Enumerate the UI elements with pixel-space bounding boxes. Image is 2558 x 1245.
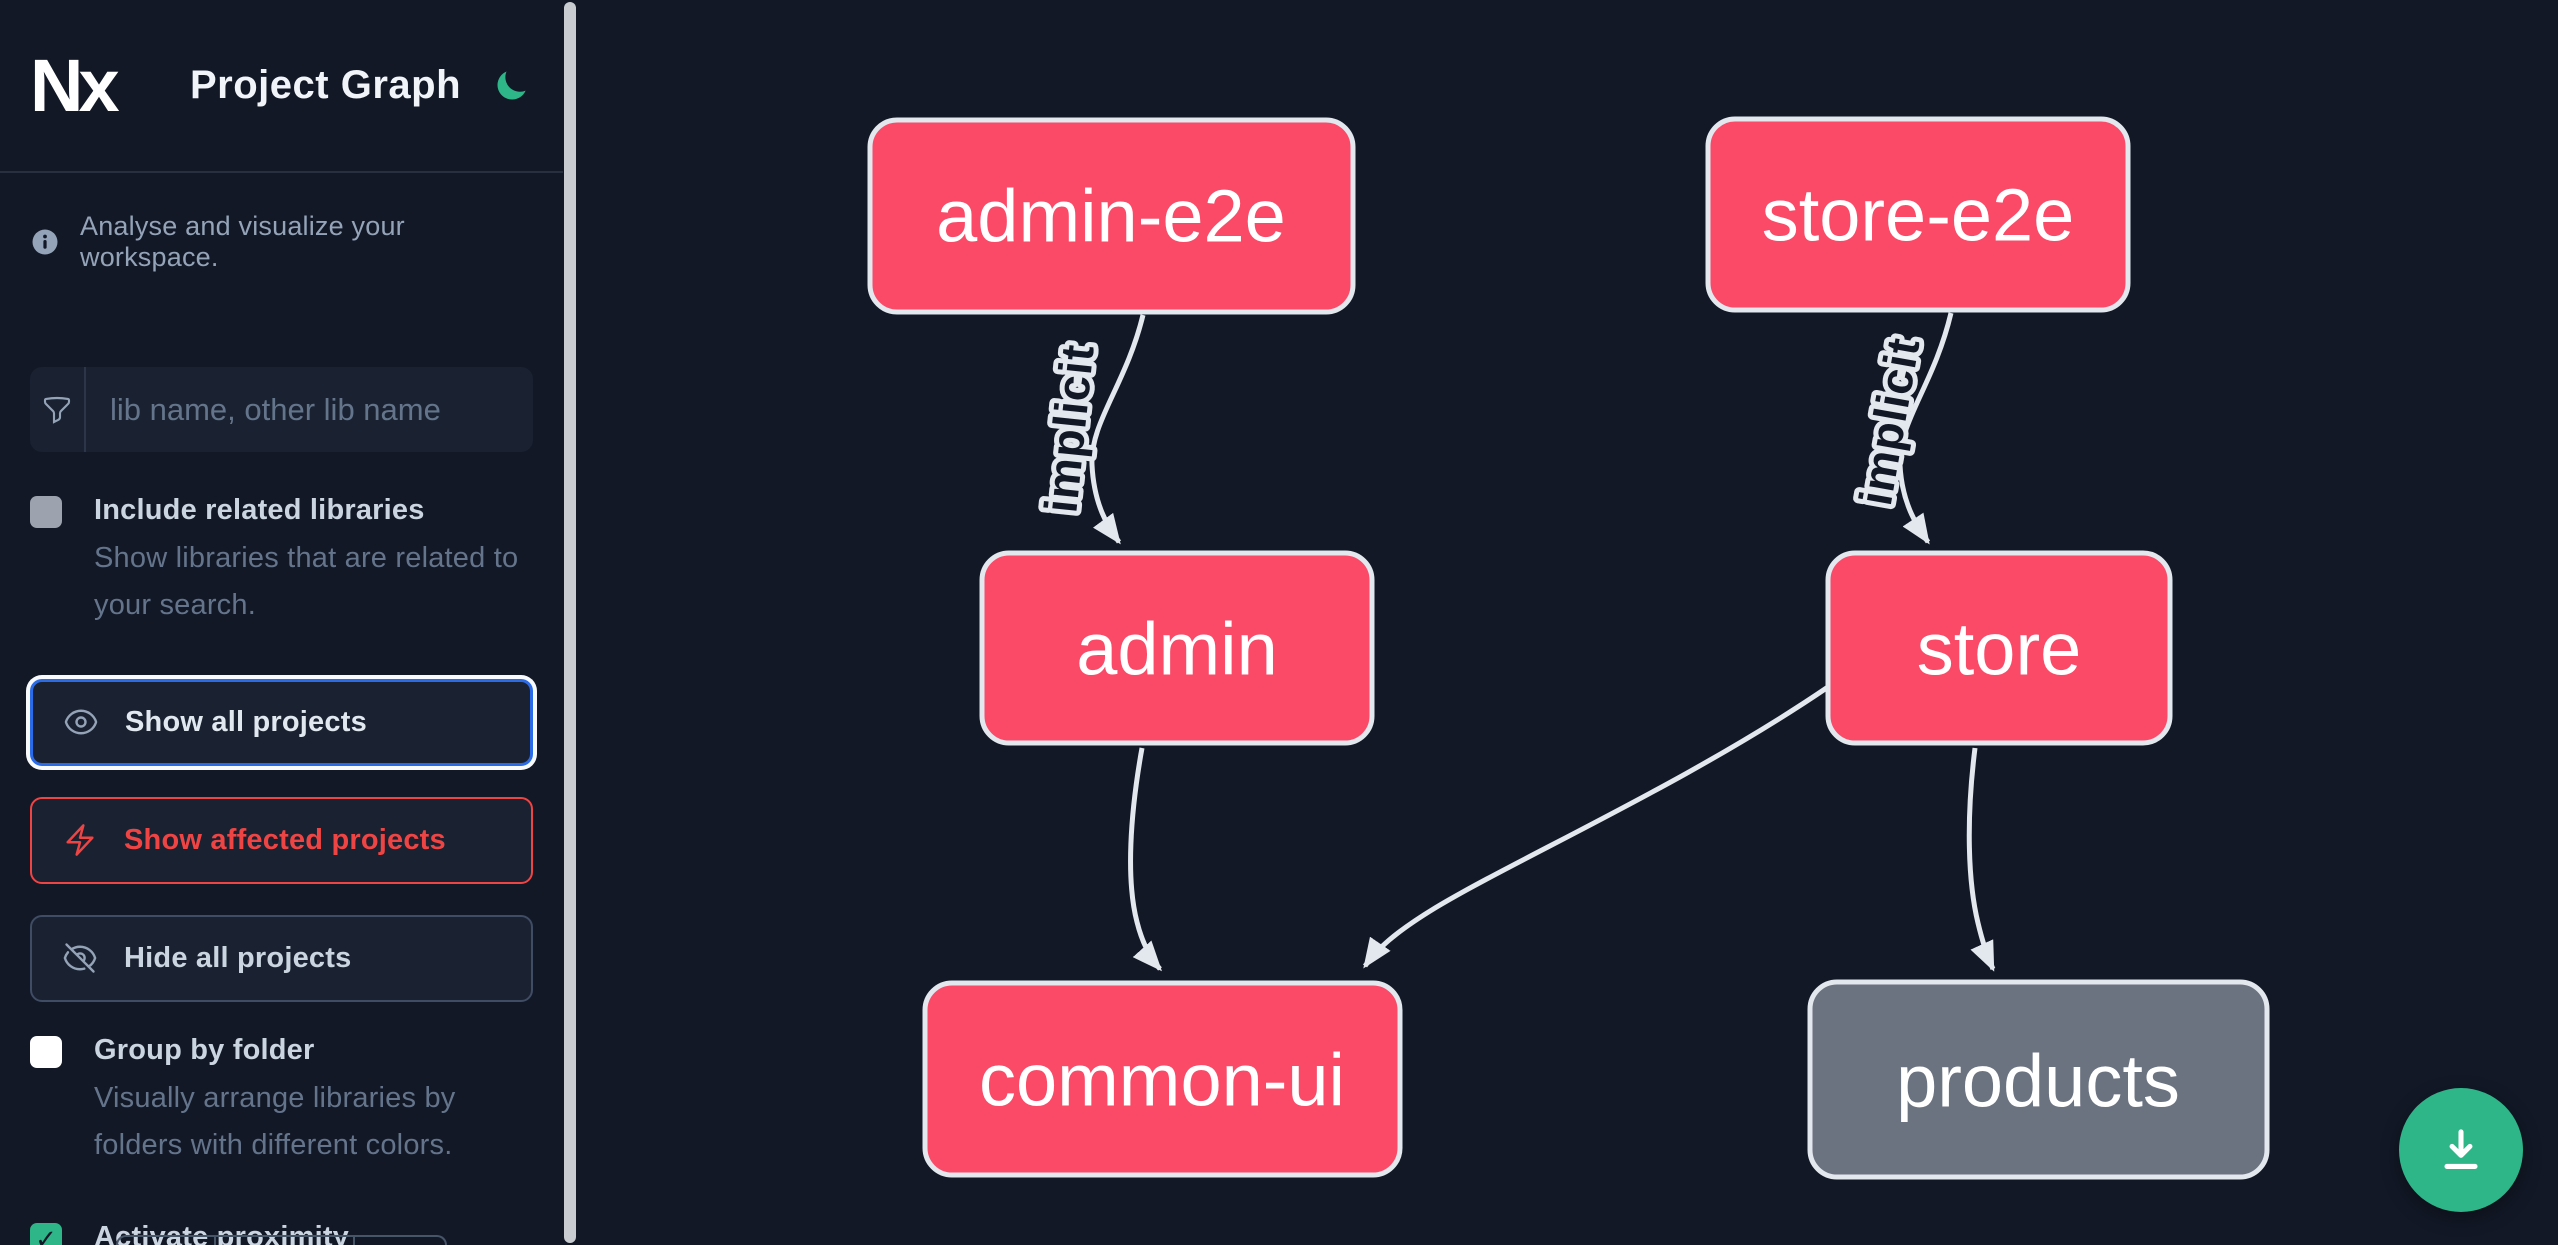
hide-all-projects-label: Hide all projects bbox=[124, 941, 352, 974]
search-box bbox=[30, 367, 533, 452]
node-products[interactable]: products bbox=[1807, 979, 2270, 1180]
eye-icon bbox=[64, 709, 98, 735]
include-related-label: Include related libraries bbox=[94, 494, 425, 526]
group-by-folder-description: Visually arrange libraries by folders wi… bbox=[94, 1081, 456, 1161]
workspace-tagline: Analyse and visualize your workspace. bbox=[30, 211, 533, 273]
sidebar-body: Analyse and visualize your workspace. In… bbox=[0, 211, 563, 1245]
edge-store-to-products bbox=[1966, 747, 1996, 972]
edge-store-to-common-ui bbox=[1362, 684, 1830, 969]
funnel-icon bbox=[43, 396, 71, 424]
group-by-folder-label: Group by folder bbox=[94, 1033, 315, 1066]
show-affected-projects-button[interactable]: Show affected projects bbox=[30, 796, 533, 884]
node-common-ui[interactable]: common-ui bbox=[922, 980, 1403, 1178]
moon-icon bbox=[497, 70, 526, 100]
download-icon bbox=[2444, 1129, 2478, 1169]
node-admin[interactable]: admin bbox=[979, 550, 1375, 746]
tagline-text: Analyse and visualize your workspace. bbox=[80, 211, 405, 272]
edge-admin-to-common-ui bbox=[1128, 747, 1162, 972]
eye-slash-icon bbox=[63, 943, 97, 974]
svg-text:store: store bbox=[1917, 608, 2082, 691]
sidebar-scrollbar-track bbox=[563, 0, 577, 1245]
activate-proximity-label: Activate proximity bbox=[94, 1220, 350, 1245]
svg-text:common-ui: common-ui bbox=[979, 1039, 1345, 1122]
sidebar: Nx Project Graph Analyse and visualize y… bbox=[0, 0, 563, 1245]
stepper-value-partial bbox=[214, 1237, 353, 1245]
info-icon bbox=[32, 229, 58, 255]
proximity-stepper-partial[interactable] bbox=[116, 1235, 447, 1245]
page-title: Project Graph bbox=[190, 63, 462, 107]
node-store-e2e[interactable]: store-e2e bbox=[1705, 116, 2131, 313]
include-related-description: Show libraries that are related to your … bbox=[94, 542, 519, 621]
stepper-increment-partial[interactable] bbox=[353, 1237, 445, 1245]
show-all-projects-label: Show all projects bbox=[125, 705, 367, 738]
svg-text:Nx: Nx bbox=[30, 47, 119, 125]
node-store[interactable]: store bbox=[1825, 550, 2173, 746]
group-by-folder-option: Group by folder Visually arrange librari… bbox=[30, 1034, 533, 1169]
search-input[interactable] bbox=[86, 367, 533, 452]
filter-icon-cell bbox=[30, 367, 86, 452]
node-admin-e2e[interactable]: admin-e2e bbox=[867, 117, 1356, 315]
include-related-checkbox[interactable] bbox=[30, 496, 62, 528]
include-related-option: Include related libraries Show libraries… bbox=[30, 494, 533, 629]
hide-all-projects-button[interactable]: Hide all projects bbox=[30, 914, 533, 1002]
download-graph-button[interactable] bbox=[2399, 1088, 2523, 1212]
theme-toggle-button[interactable] bbox=[489, 64, 533, 108]
edge-store-e2e-to-store bbox=[1897, 312, 1954, 545]
sidebar-scrollbar-thumb[interactable] bbox=[564, 2, 576, 1243]
show-affected-projects-label: Show affected projects bbox=[124, 823, 446, 856]
activate-proximity-checkbox[interactable]: ✓ bbox=[30, 1222, 62, 1245]
check-icon: ✓ bbox=[35, 1223, 57, 1245]
graph-nodes: admin-e2e store-e2e admin store common-u… bbox=[867, 116, 2270, 1180]
stepper-decrement-partial[interactable] bbox=[118, 1237, 214, 1245]
graph-canvas[interactable]: implicit implicit admin-e2e store-e2e ad… bbox=[577, 0, 2558, 1245]
svg-text:admin-e2e: admin-e2e bbox=[936, 175, 1286, 258]
show-all-projects-button[interactable]: Show all projects bbox=[30, 678, 533, 766]
svg-text:products: products bbox=[1896, 1040, 2180, 1123]
edge-admin-e2e-to-admin bbox=[1089, 314, 1146, 545]
edge-label-implicit-store: implicit bbox=[1849, 333, 1930, 508]
group-by-folder-checkbox[interactable] bbox=[30, 1035, 62, 1068]
svg-text:admin: admin bbox=[1076, 608, 1278, 691]
project-graph-svg: implicit implicit admin-e2e store-e2e ad… bbox=[867, 116, 2270, 1180]
svg-text:store-e2e: store-e2e bbox=[1762, 174, 2075, 257]
activate-proximity-option: ✓ Activate proximity Explore connected l… bbox=[30, 1221, 533, 1245]
sidebar-header: Nx Project Graph bbox=[0, 0, 563, 173]
nx-logo: Nx bbox=[30, 47, 124, 125]
bolt-icon bbox=[66, 824, 94, 857]
